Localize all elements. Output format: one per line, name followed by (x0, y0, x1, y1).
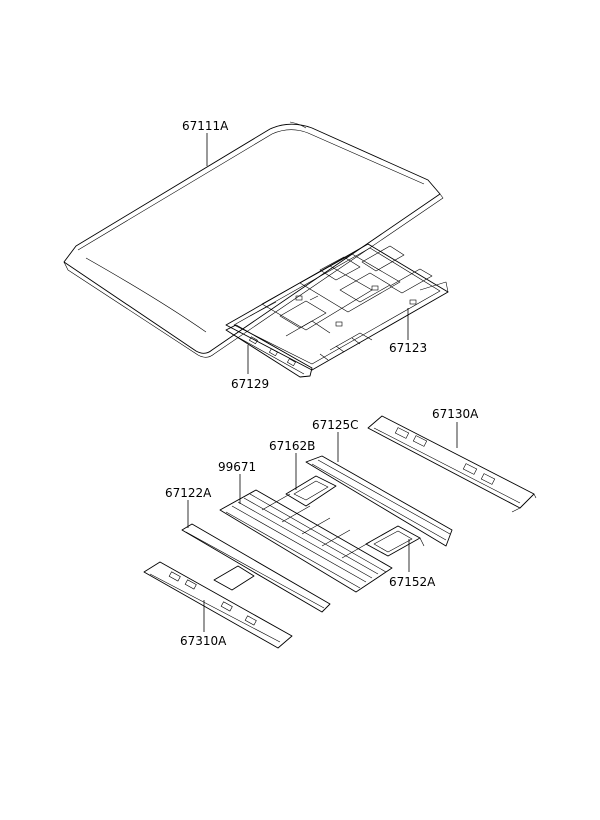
bracket-67162b (285, 475, 337, 507)
label-67152a: 67152A (389, 575, 436, 589)
label-67123: 67123 (389, 341, 427, 355)
roof-rear-panel (225, 243, 449, 371)
label-67162b: 67162B (269, 439, 315, 453)
rail-67125c (305, 455, 453, 547)
roof-panel (63, 121, 444, 358)
front-rail (225, 324, 313, 378)
label-67310a: 67310A (180, 634, 227, 648)
label-67129: 67129 (231, 377, 269, 391)
rail-67130a (367, 415, 537, 513)
label-67130a: 67130A (432, 407, 479, 421)
rail-67122a (181, 523, 331, 613)
label-67122a: 67122A (165, 486, 212, 500)
bracket-67152a (365, 525, 425, 557)
label-67125c: 67125C (312, 418, 359, 432)
label-99671: 99671 (218, 460, 256, 474)
rail-67310a (143, 561, 293, 649)
label-67111a: 67111A (182, 119, 229, 133)
grid-99671 (219, 489, 393, 593)
